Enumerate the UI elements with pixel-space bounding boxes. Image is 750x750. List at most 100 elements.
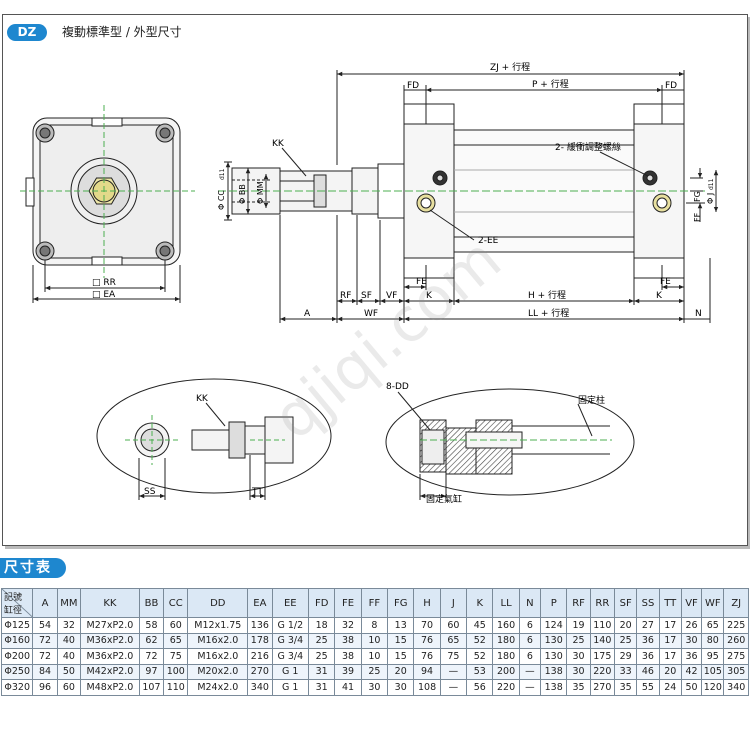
table-cell: 130 [540,632,568,649]
table-cell: 54 [32,617,58,634]
cc-label: Φ CC [217,190,226,210]
table-cell: 17 [658,617,682,634]
table-cell: 41 [334,679,362,696]
table-cell: 72 [32,632,58,649]
dimension-table: 記號 缸徑 A MM KK BB CC DD EA EE FD FE FF FG… [0,588,749,696]
table-cell: 65 [439,632,468,649]
table-cell: G 1 [271,663,310,680]
table-cell: — [518,679,542,696]
table-cell: 72 [32,648,58,665]
table-cell: 140 [589,632,616,649]
column-header: RR [589,588,616,618]
table-cell: 80 [701,632,725,649]
tt-label: TT [251,487,263,497]
table-cell: M16x2.0 [187,648,249,665]
table-cell: — [439,679,468,696]
n-label: N [695,309,702,319]
table-cell: 124 [540,617,568,634]
table-cell: 29 [613,648,638,665]
column-header: EE [271,588,310,618]
table-cell: 32 [56,617,82,634]
table-cell: 95 [701,648,725,665]
table-cell: 30 [566,663,591,680]
table-cell: 52 [466,632,494,649]
table-cell: 25 [308,632,336,649]
column-header: MM [56,588,82,618]
bore-cell: Φ200 [0,648,34,665]
column-header: DD [187,588,249,618]
table-cell: 110 [163,679,189,696]
table-cell: 70 [413,617,441,634]
section-title: 尺寸表 [0,558,66,578]
tie-rod-label: 固定柱 [578,394,605,406]
table-cell: 65 [701,617,725,634]
k-right-label: K [656,291,663,301]
page-title: 複動標準型 / 外型尺寸 [62,25,182,39]
bore-cell: Φ320 [0,679,34,696]
table-cell: 107 [138,679,165,696]
table-cell: 76 [413,648,441,665]
table-cell: 75 [163,648,189,665]
wf-label: WF [364,309,378,319]
corner-header: 記號 缸徑 [0,588,34,618]
table-cell: 35 [566,679,591,696]
table-cell: 270 [247,663,273,680]
table-cell: G 1/2 [271,617,310,634]
table-cell: 10 [360,632,389,649]
table-cell: 46 [636,663,660,680]
table-cell: 175 [589,648,616,665]
table-cell: 20 [613,617,638,634]
column-header: WF [701,588,725,618]
column-header: FF [360,588,389,618]
drawing-panel [2,14,748,546]
k-left-label: K [426,291,433,301]
column-header: A [32,588,58,618]
table-cell: 225 [723,617,749,634]
table-cell: 8 [360,617,389,634]
corner-top-label: 記號 [4,593,23,603]
table-cell: M42xP2.0 [80,663,140,680]
table-cell: G 3/4 [271,632,310,649]
table-header-row: 記號 缸徑 A MM KK BB CC DD EA EE FD FE FF FG… [0,588,749,618]
column-header: FD [308,588,336,618]
table-cell: 65 [163,632,189,649]
rod-end-detail [96,378,332,500]
table-cell: 27 [636,617,660,634]
table-cell: M27xP2.0 [80,617,140,634]
vf-label: VF [386,291,397,301]
rf-label: RF [340,291,351,301]
column-header: RF [566,588,591,618]
cylinder-fix-label: 固定氣缸 [426,493,462,505]
table-cell: 60 [163,617,189,634]
table-cell: 26 [680,617,703,634]
fd-right-label: FD [665,81,677,91]
column-header: H [413,588,441,618]
table-cell: 340 [723,679,749,696]
column-header: ZJ [723,588,749,618]
dd-label: 8-DD [386,382,409,392]
table-cell: M24x2.0 [187,679,249,696]
table-cell: 13 [387,617,415,634]
column-header: N [518,588,542,618]
table-cell: 53 [466,663,494,680]
table-cell: 17 [658,632,682,649]
table-cell: M16x2.0 [187,632,249,649]
table-cell: 32 [334,617,362,634]
table-cell: 6 [518,617,542,634]
table-cell: 19 [566,617,591,634]
table-cell: 24 [658,679,682,696]
table-cell: 110 [589,617,616,634]
table-cell: M36xP2.0 [80,648,140,665]
table-cell: 50 [680,679,703,696]
front-view [20,105,195,303]
ee-label: 2-EE [478,236,499,246]
column-header: CC [163,588,189,618]
j-tolerance: d11 [708,178,715,190]
column-header: VF [680,588,703,618]
table-cell: 75 [439,648,468,665]
